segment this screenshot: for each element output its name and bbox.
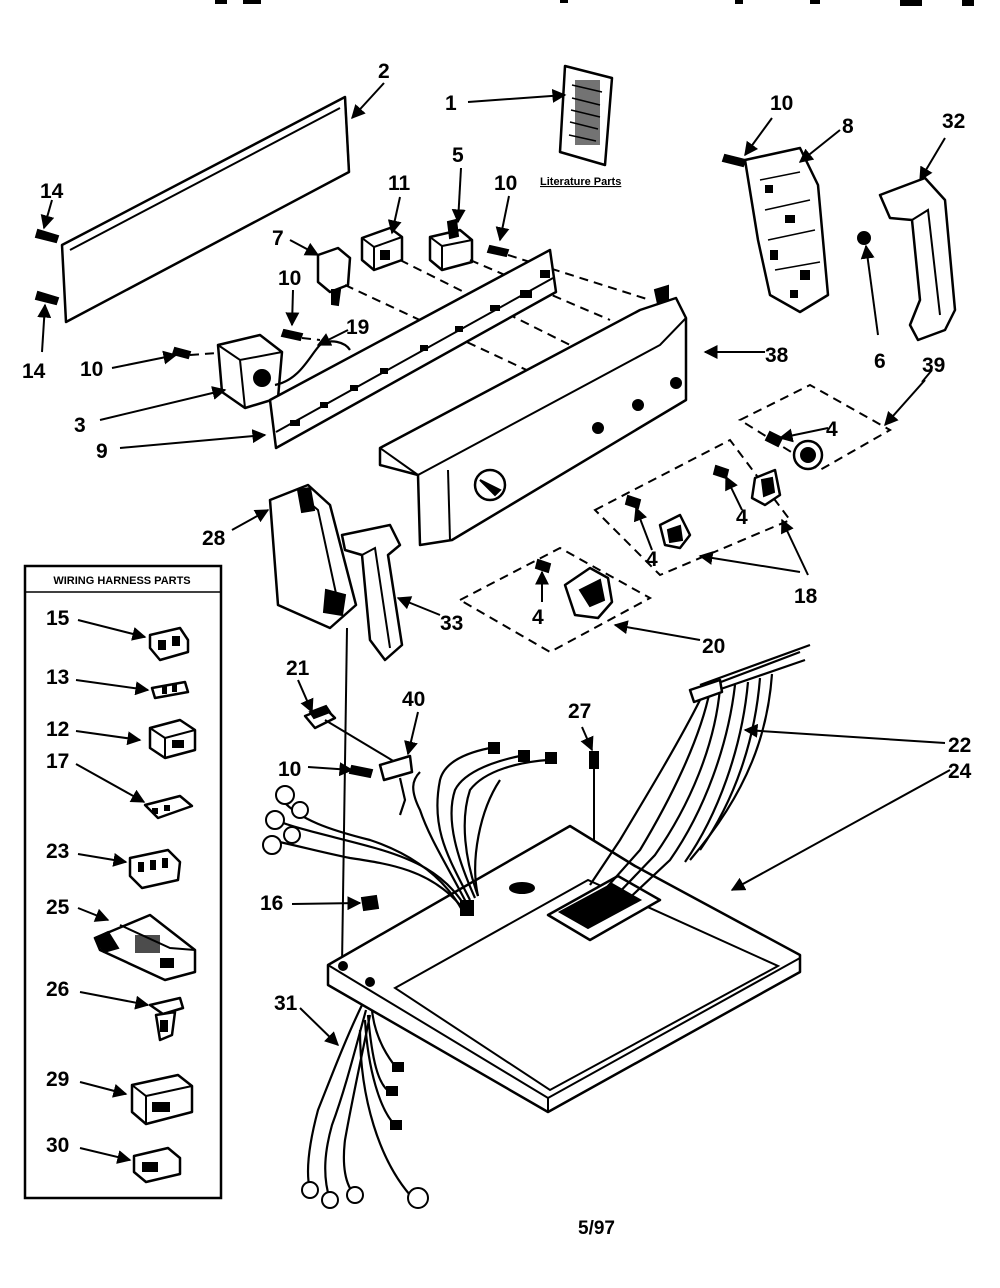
callout-10c: 10 [80,358,103,381]
callout-33: 33 [440,612,463,635]
part-28-bracket [268,483,358,630]
callout-numbers: 1 2 14 14 11 5 10 7 10 10 19 3 9 10 8 32… [22,60,972,1015]
top-edge-artifacts [215,0,974,6]
part-5-switch [428,218,474,272]
part-1-literature [558,64,614,167]
callout-8: 8 [842,115,854,138]
part-18-knob-group [593,438,792,577]
callout-7: 7 [272,227,284,250]
callout-10d: 10 [770,92,793,115]
callout-4a: 4 [826,418,838,441]
callout-38: 38 [765,344,789,367]
callout-4c: 4 [646,548,658,571]
callout-11: 11 [388,172,411,195]
callout-40: 40 [402,688,425,711]
harness-item-26: 26 [46,978,69,1001]
callout-arrows [37,82,951,1046]
callout-4d: 4 [532,606,544,629]
part-31-harness [301,1004,429,1209]
callout-4b: 4 [736,506,748,529]
part-21-clip [303,704,401,766]
part-39-knob-group [737,383,893,472]
callout-31: 31 [274,992,298,1015]
callout-14a: 14 [40,180,64,203]
part-33-cap [340,523,404,662]
harness-item-29: 29 [46,1068,69,1091]
callout-9: 9 [96,440,108,463]
callout-10a: 10 [494,172,517,195]
callout-14b: 14 [22,360,46,383]
callout-6: 6 [874,350,886,373]
callout-2: 2 [378,60,390,83]
footer-date: 5/97 [578,1218,615,1239]
callout-32: 32 [942,110,965,133]
part-6-screw [857,231,871,245]
part-14-screws [34,228,60,306]
harness-item-15: 15 [46,607,70,630]
callout-19: 19 [346,316,369,339]
wiring-harness-box: WIRING HARNESS PARTS 15 13 12 17 23 25 [23,564,223,1200]
callout-24: 24 [948,760,972,783]
harness-item-12: 12 [46,718,69,741]
alignment-line [341,627,348,966]
callout-27: 27 [568,700,591,723]
part-20-knob-group [457,546,653,654]
harness-item-30: 30 [46,1134,69,1157]
part-3-timer [216,333,284,410]
callout-39: 39 [922,354,945,377]
callout-18: 18 [794,585,818,608]
part-7-switch [316,246,352,307]
harness-item-23: 23 [46,840,69,863]
internal-harness [262,742,557,916]
part-9-control-strip [268,248,558,450]
part-2-console-panel [60,95,351,324]
harness-item-17: 17 [46,750,69,773]
part-38-console-housing [378,284,688,547]
callout-3: 3 [74,414,86,437]
part-32-end-cap [878,176,957,342]
part-11-switch [360,226,404,272]
callout-22: 22 [948,734,971,757]
part-16-grommet [360,894,380,912]
callout-10e: 10 [278,758,301,781]
callout-5: 5 [452,144,464,167]
callout-10b: 10 [278,267,301,290]
callout-28: 28 [202,527,226,550]
part-24-top [326,824,802,1114]
part-8-bracket [743,146,830,314]
callout-1: 1 [445,92,457,115]
callout-20: 20 [702,635,725,658]
literature-parts-label: Literature Parts [540,176,621,188]
part-40-connector [378,754,414,816]
harness-item-13: 13 [46,666,69,689]
part-22-harness [589,643,811,906]
callout-16: 16 [260,892,283,915]
harness-box-title: WIRING HARNESS PARTS [53,575,190,587]
harness-item-25: 25 [46,896,70,919]
callout-21: 21 [286,657,310,680]
